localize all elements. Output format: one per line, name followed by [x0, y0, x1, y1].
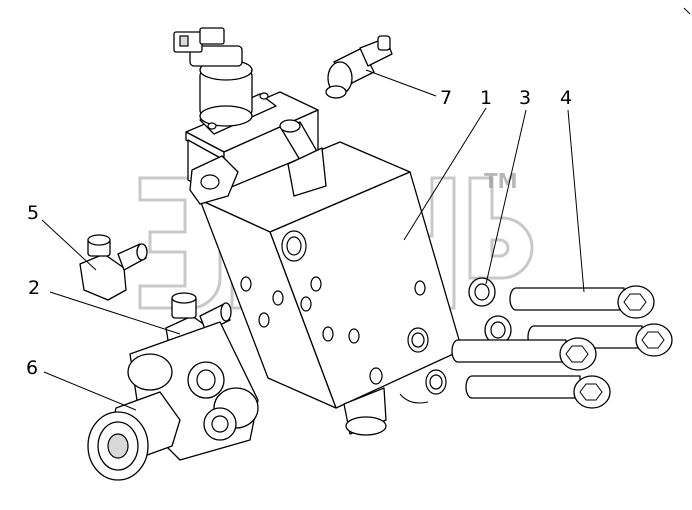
leader-2 — [49, 291, 181, 335]
callout-1: 1 — [480, 87, 492, 109]
bolt-a — [509, 285, 655, 319]
watermark-tm-mark: TM — [484, 169, 518, 193]
bolts-4 — [451, 285, 673, 409]
washers-3 — [468, 277, 512, 345]
leader-6 — [43, 371, 137, 411]
leader-4 — [567, 109, 585, 293]
leader-7 — [365, 69, 437, 97]
callout-5: 5 — [27, 202, 39, 224]
leader-3 — [485, 109, 527, 285]
solenoid-valve — [173, 27, 277, 135]
callout-2: 2 — [28, 277, 40, 299]
callouts: 1 2 3 4 5 6 7 — [26, 87, 572, 379]
side-fitting — [189, 119, 327, 205]
callout-6: 6 — [26, 357, 38, 379]
pressure-switch — [325, 35, 393, 99]
leader-5 — [41, 219, 97, 271]
leader-lines — [41, 69, 585, 411]
manifold-6 — [87, 321, 259, 481]
callout-7: 7 — [440, 87, 452, 109]
bolt-d — [465, 375, 611, 409]
callout-3: 3 — [519, 87, 531, 109]
leader-1 — [403, 107, 487, 241]
corner-mark — [683, 7, 691, 15]
callout-4: 4 — [560, 87, 572, 109]
bolt-c — [451, 337, 597, 371]
fitting-5 — [79, 234, 148, 301]
